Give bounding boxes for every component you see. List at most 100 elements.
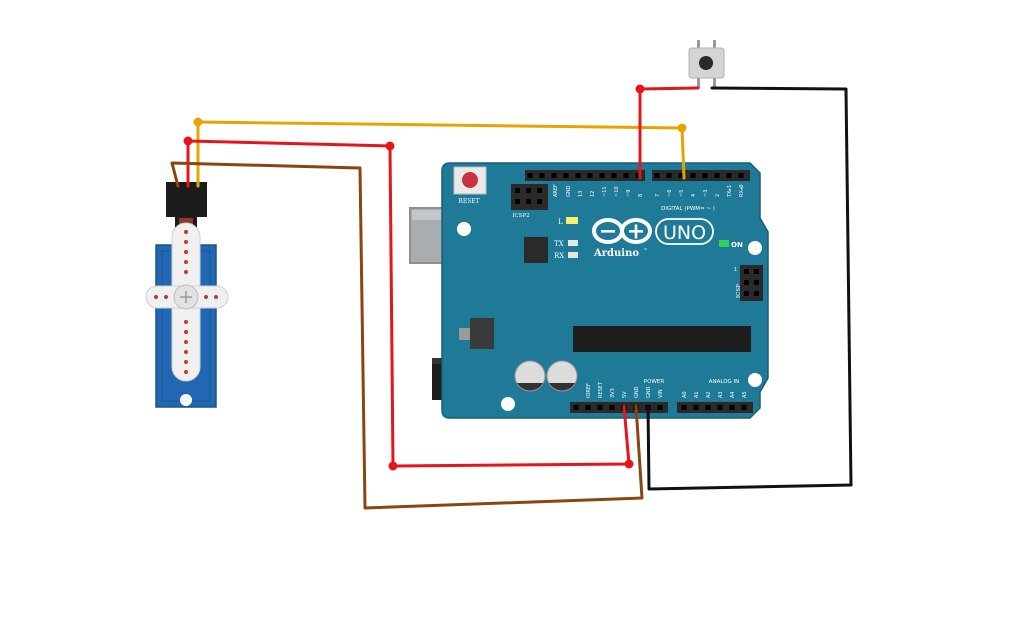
icsp2-pin: [526, 199, 531, 204]
pin-label: AREF: [553, 184, 559, 197]
header-pin[interactable]: [666, 173, 672, 178]
wire-joint: [385, 141, 395, 151]
horn-hole: [184, 320, 188, 324]
icsp2-header: [511, 184, 548, 210]
pin-label: A3: [718, 391, 724, 398]
icsp2-pin: [515, 188, 520, 193]
icsp-pin: [744, 280, 749, 285]
icsp-pin: [744, 269, 749, 274]
header-pin[interactable]: [573, 405, 579, 410]
header-pin[interactable]: [611, 173, 617, 178]
header-pin[interactable]: [575, 173, 581, 178]
pin-label: ~6: [667, 190, 673, 197]
push-button-icon[interactable]: [688, 40, 725, 88]
icsp2-pin: [537, 199, 542, 204]
atmega-chip: [573, 326, 751, 352]
pin-label: 2: [715, 194, 721, 197]
wire-servo-power[interactable]: [186, 139, 631, 468]
icsp2-label: ICSP2: [512, 213, 529, 219]
header-pin[interactable]: [681, 405, 687, 410]
pin-label: A5: [742, 391, 748, 398]
horn-hole: [204, 295, 208, 299]
header-pin[interactable]: [551, 173, 557, 178]
mounting-hole: [457, 222, 471, 236]
header-pin[interactable]: [599, 173, 605, 178]
header-pin[interactable]: [729, 405, 735, 410]
usb-chip: [524, 237, 548, 263]
wire-signal[interactable]: [196, 120, 686, 188]
servo-horn: [145, 222, 229, 382]
header-pin[interactable]: [587, 173, 593, 178]
header-pin[interactable]: [741, 405, 747, 410]
icsp2-pin: [526, 188, 531, 193]
pin-label: ~3: [703, 190, 709, 197]
brand-label: Arduino: [593, 248, 639, 259]
wire-button-ground[interactable]: [646, 86, 853, 491]
header-pin[interactable]: [527, 173, 533, 178]
icsp-pin: [754, 269, 759, 274]
header-pin[interactable]: [678, 173, 684, 178]
pin-label: 4: [691, 194, 697, 197]
icsp-pin: [744, 291, 749, 296]
board-pcb: [441, 162, 769, 419]
header-pin[interactable]: [585, 405, 591, 410]
pin-label: A1: [694, 391, 700, 398]
wire-joint: [677, 123, 687, 133]
voltage-regulator: [470, 318, 494, 349]
led-on: [719, 240, 729, 247]
header-pin[interactable]: [654, 173, 660, 178]
pin-label: A0: [682, 391, 688, 398]
led-rx: [568, 252, 578, 258]
header-pin[interactable]: [726, 173, 732, 178]
on-label: ON: [731, 241, 743, 249]
capacitor: [514, 360, 546, 392]
mounting-hole: [748, 241, 762, 255]
header-pin[interactable]: [690, 173, 696, 178]
icsp-pin: [754, 280, 759, 285]
servo-icon: [145, 182, 229, 408]
header-pin[interactable]: [539, 173, 545, 178]
header-pin[interactable]: [635, 173, 641, 178]
header-pin[interactable]: [714, 173, 720, 178]
wire-layer: [170, 84, 853, 510]
pin-label: ~9: [626, 190, 632, 197]
wire-joint: [635, 84, 645, 94]
pin-label: 8: [638, 194, 644, 197]
header-pin[interactable]: [693, 405, 699, 410]
header-pin[interactable]: [597, 405, 603, 410]
horn-hole: [184, 330, 188, 334]
mounting-hole: [501, 397, 515, 411]
horn-hole: [184, 350, 188, 354]
horn-hole: [184, 370, 188, 374]
uno-badge: [655, 218, 714, 245]
icsp-label: ICSP: [736, 284, 742, 298]
digital-header-left: [525, 170, 645, 181]
pin-label: A2: [706, 391, 712, 398]
led-tx-label: TX: [554, 240, 564, 248]
header-pin[interactable]: [657, 405, 663, 410]
header-pin[interactable]: [717, 405, 723, 410]
horn-hole: [164, 295, 168, 299]
header-pin[interactable]: [563, 173, 569, 178]
horn-hole: [184, 260, 188, 264]
pin-label: A4: [730, 391, 736, 398]
header-pin[interactable]: [705, 405, 711, 410]
icsp2-pin: [515, 199, 520, 204]
pin-label: 3V3: [610, 388, 616, 398]
pin-label: GND: [566, 185, 572, 197]
pin-label: VIN: [658, 389, 664, 398]
led-l: [566, 217, 578, 224]
digital-label: DIGITAL (PWM= ~ ): [661, 206, 715, 212]
wire-joint: [624, 459, 634, 469]
pin-label: RX◂0: [739, 184, 745, 197]
wire-joint: [388, 461, 398, 471]
header-pin[interactable]: [623, 173, 629, 178]
icsp-header: [740, 265, 763, 301]
wire-servo-ground[interactable]: [170, 161, 644, 510]
header-pin[interactable]: [738, 173, 744, 178]
header-pin[interactable]: [702, 173, 708, 178]
led-rx-label: RX: [554, 252, 564, 260]
pin-label: RESET: [598, 381, 604, 398]
header-pin[interactable]: [609, 405, 615, 410]
